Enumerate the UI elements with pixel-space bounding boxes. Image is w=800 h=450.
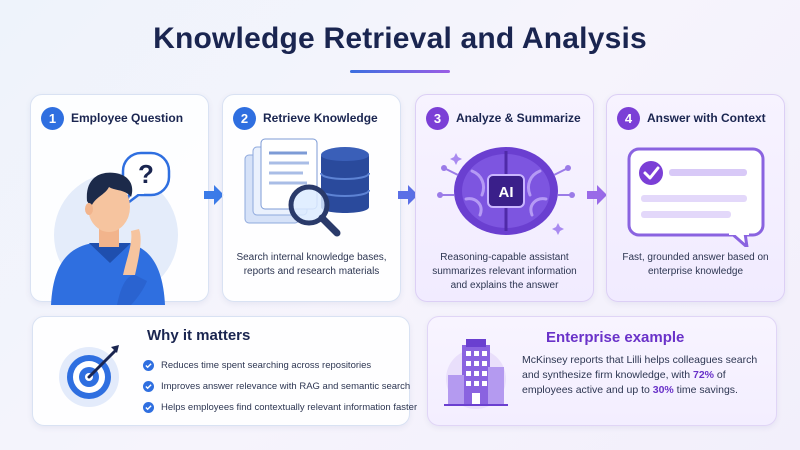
list-item: Improves answer relevance with RAG and s… xyxy=(143,376,417,397)
step-description: Fast, grounded answer based on enterpris… xyxy=(622,252,769,277)
stat-highlight: 30% xyxy=(652,384,674,396)
list-item: Reduces time spent searching across repo… xyxy=(143,355,417,376)
step-number-badge: 1 xyxy=(41,107,64,130)
target-icon xyxy=(59,345,119,407)
bullet-text: Reduces time spent searching across repo… xyxy=(161,360,372,371)
step-description: Reasoning-capable assistant summarizes r… xyxy=(432,252,577,291)
step-title: Analyze & Summarize xyxy=(456,111,581,125)
bullet-text: Helps employees find contextually releva… xyxy=(161,402,418,413)
answer-chat-icon xyxy=(627,147,765,247)
employee-thinking-icon: ? xyxy=(51,151,178,305)
list-item: Helps employees find contextually releva… xyxy=(143,397,417,418)
check-icon xyxy=(143,360,154,371)
why-it-matters-panel: Why it matters Reduces time spent search… xyxy=(32,316,417,426)
ai-brain-icon: AI xyxy=(437,147,575,235)
ai-label: AI xyxy=(499,184,514,201)
enterprise-title: Enterprise example xyxy=(546,329,685,346)
step-card-4: 4 Answer with Context Fast, grounded ans… xyxy=(606,94,785,302)
step-title: Answer with Context xyxy=(647,111,766,125)
arrow-right-icon xyxy=(398,185,418,205)
step-number-badge: 3 xyxy=(426,107,449,130)
step-card-2: 2 Retrieve Knowledge Search internal kno… xyxy=(222,94,401,302)
step-number-badge: 4 xyxy=(617,107,640,130)
step-number-badge: 2 xyxy=(233,107,256,130)
why-bullet-list: Reduces time spent searching across repo… xyxy=(143,355,417,418)
check-icon xyxy=(143,381,154,392)
documents-database-search-icon xyxy=(244,138,370,237)
page-title: Knowledge Retrieval and Analysis xyxy=(153,22,647,55)
arrow-right-icon xyxy=(204,185,224,205)
why-title: Why it matters xyxy=(147,327,251,344)
stat-highlight: 72% xyxy=(693,369,715,381)
enterprise-text: McKinsey reports that Lilli helps collea… xyxy=(522,354,758,396)
step-title: Employee Question xyxy=(71,111,184,125)
question-mark: ? xyxy=(138,159,154,189)
step-title: Retrieve Knowledge xyxy=(263,111,378,125)
arrow-right-icon xyxy=(587,185,607,205)
step-card-3: 3 Analyze & Summarize AI Reasoning-capab… xyxy=(415,94,594,302)
enterprise-example-panel: Enterprise example McKinsey reports that… xyxy=(427,316,777,426)
bullet-text: Improves answer relevance with RAG and s… xyxy=(161,381,411,392)
step-card-1: 1 Employee Question ? xyxy=(30,94,209,305)
title-underline xyxy=(350,70,450,73)
step-description: Search internal knowledge bases, reports… xyxy=(236,252,387,277)
office-building-icon xyxy=(444,339,508,409)
check-icon xyxy=(143,402,154,413)
